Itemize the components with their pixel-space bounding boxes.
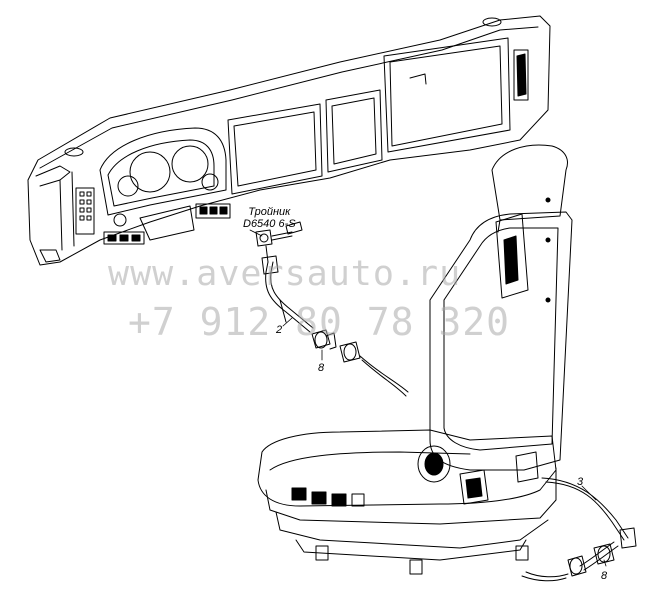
watermark-url: www.aversauto.ru (108, 254, 462, 294)
tee-code: D6540 6-S (243, 218, 296, 230)
instrument-cluster (99, 127, 227, 227)
driver-seat (257, 144, 573, 575)
air-line-right (521, 477, 637, 582)
watermark-phone: +7 912 80 78 320 (128, 300, 511, 344)
switch-block-left (75, 187, 145, 245)
tee-title: Тройник (248, 206, 291, 218)
dashboard (27, 15, 551, 266)
connector-right (567, 555, 587, 577)
callout-hose-right: 3 (577, 476, 584, 488)
switch-block-center (139, 203, 231, 241)
tee-fitting (255, 221, 303, 263)
seat-controls (291, 487, 365, 507)
air-line-left (255, 221, 409, 397)
display-panels (227, 37, 529, 195)
leader-lines (249, 229, 607, 567)
fitting-right (593, 543, 615, 565)
callout-hose-left: 2 (276, 324, 283, 336)
connector-left (339, 341, 409, 397)
callout-fitting-left: 8 (318, 362, 325, 374)
callout-fitting-right: 8 (601, 570, 608, 582)
tee-callout: Тройник D6540 6-S (243, 206, 296, 230)
fitting-left (311, 329, 337, 350)
